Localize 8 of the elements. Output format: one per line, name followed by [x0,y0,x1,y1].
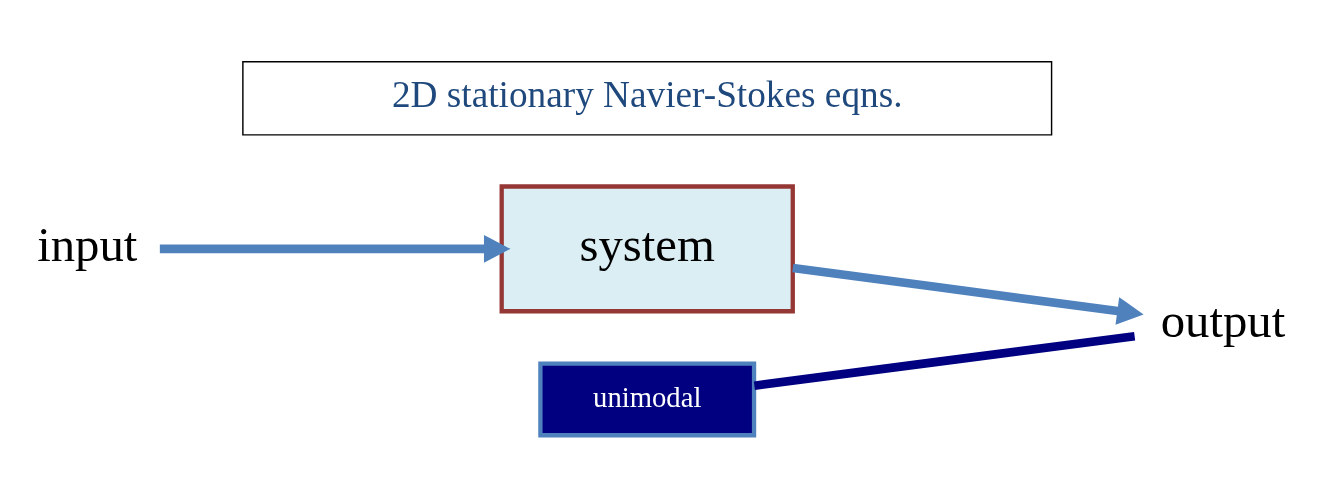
node-box: 2D stationary Navier-Stokes eqns. [242,61,1053,136]
node-text: output [1160,294,1286,349]
node-text: input [37,218,138,273]
arrow [159,234,511,263]
connector [753,331,1136,390]
arrow [792,263,1144,325]
node-box: unimodal [538,361,757,438]
node-box: system [499,184,795,314]
